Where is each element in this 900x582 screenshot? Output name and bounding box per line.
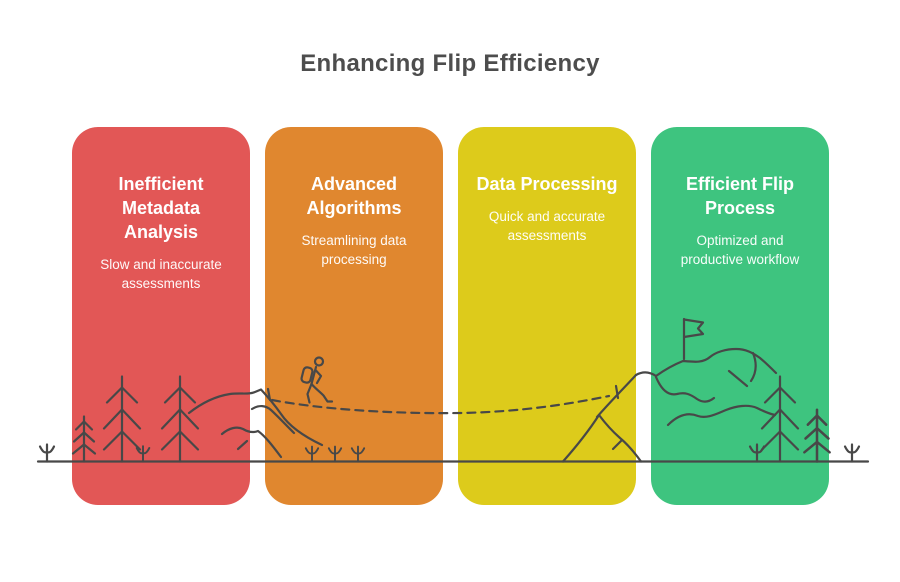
- panel-title: Inefficient Metadata Analysis: [118, 174, 204, 242]
- sapling-icon: [38, 443, 56, 463]
- panel-subtitle: Slow and inaccurate assessments: [100, 257, 222, 291]
- panel-subtitle: Quick and accurate assessments: [488, 209, 606, 243]
- panel-subtitle: Streamlining data processing: [301, 233, 407, 267]
- panel-efficient-flip-process: Efficient Flip Process Optimized and pro…: [651, 127, 829, 505]
- panel-title: Data Processing: [476, 174, 618, 194]
- panel-advanced-algorithms: Advanced Algorithms Streamlining data pr…: [265, 127, 443, 505]
- panel-subtitle: Optimized and productive workflow: [680, 233, 800, 267]
- process-panels: Inefficient Metadata Analysis Slow and i…: [72, 127, 829, 505]
- panel-inefficient-metadata-analysis: Inefficient Metadata Analysis Slow and i…: [72, 127, 250, 505]
- page-title: Enhancing Flip Efficiency: [300, 50, 600, 77]
- panel-data-processing: Data Processing Quick and accurate asses…: [458, 127, 636, 505]
- panel-title: Efficient Flip Process: [686, 174, 794, 218]
- sapling-icon: [843, 443, 861, 463]
- panel-title: Advanced Algorithms: [306, 174, 402, 218]
